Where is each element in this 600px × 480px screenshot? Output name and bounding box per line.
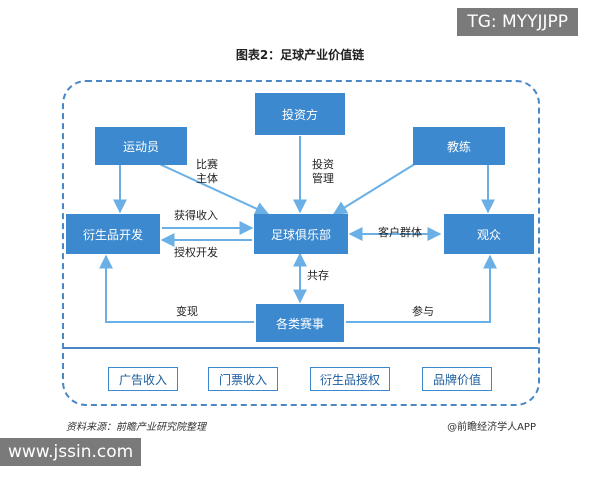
label-license-dev: 授权开发	[174, 246, 218, 259]
node-events: 各类赛事	[256, 304, 344, 342]
arrow-events-audience	[346, 254, 497, 323]
revenue-derivative-license: 衍生品授权	[310, 367, 390, 391]
arrow-athlete-club	[154, 161, 270, 216]
label-competition-subject: 比赛 主体	[196, 158, 218, 185]
arrow-coach-club	[332, 161, 419, 215]
credit-note: @前瞻经济学人APP	[447, 422, 536, 433]
node-audience: 观众	[444, 214, 534, 254]
label-monetize: 变现	[176, 305, 198, 318]
label-customer-group: 客户群体	[378, 226, 422, 239]
label-invest-manage: 投资 管理	[312, 158, 334, 185]
label-participate: 参与	[412, 305, 434, 318]
revenue-tickets: 门票收入	[208, 367, 278, 391]
diagram-title: 图表2：足球产业价值链	[235, 48, 365, 62]
revenue-advertising: 广告收入	[108, 367, 178, 391]
arrow-events-derivative	[99, 254, 254, 323]
node-club: 足球俱乐部	[254, 214, 348, 254]
node-derivative-dev: 衍生品开发	[66, 214, 160, 254]
source-note: 资料来源：前瞻产业研究院整理	[66, 422, 206, 433]
revenue-divider	[64, 347, 538, 349]
node-athlete: 运动员	[95, 127, 187, 165]
watermark-top: TG: MYYJJPP	[457, 8, 578, 36]
revenue-brand-value: 品牌价值	[422, 367, 492, 391]
label-gain-income: 获得收入	[174, 209, 218, 222]
node-coach: 教练	[413, 127, 505, 165]
node-investor: 投资方	[255, 93, 345, 135]
value-chain-frame	[62, 80, 540, 406]
label-coexist: 共存	[307, 269, 329, 282]
watermark-bottom: www.jssin.com	[0, 438, 142, 466]
